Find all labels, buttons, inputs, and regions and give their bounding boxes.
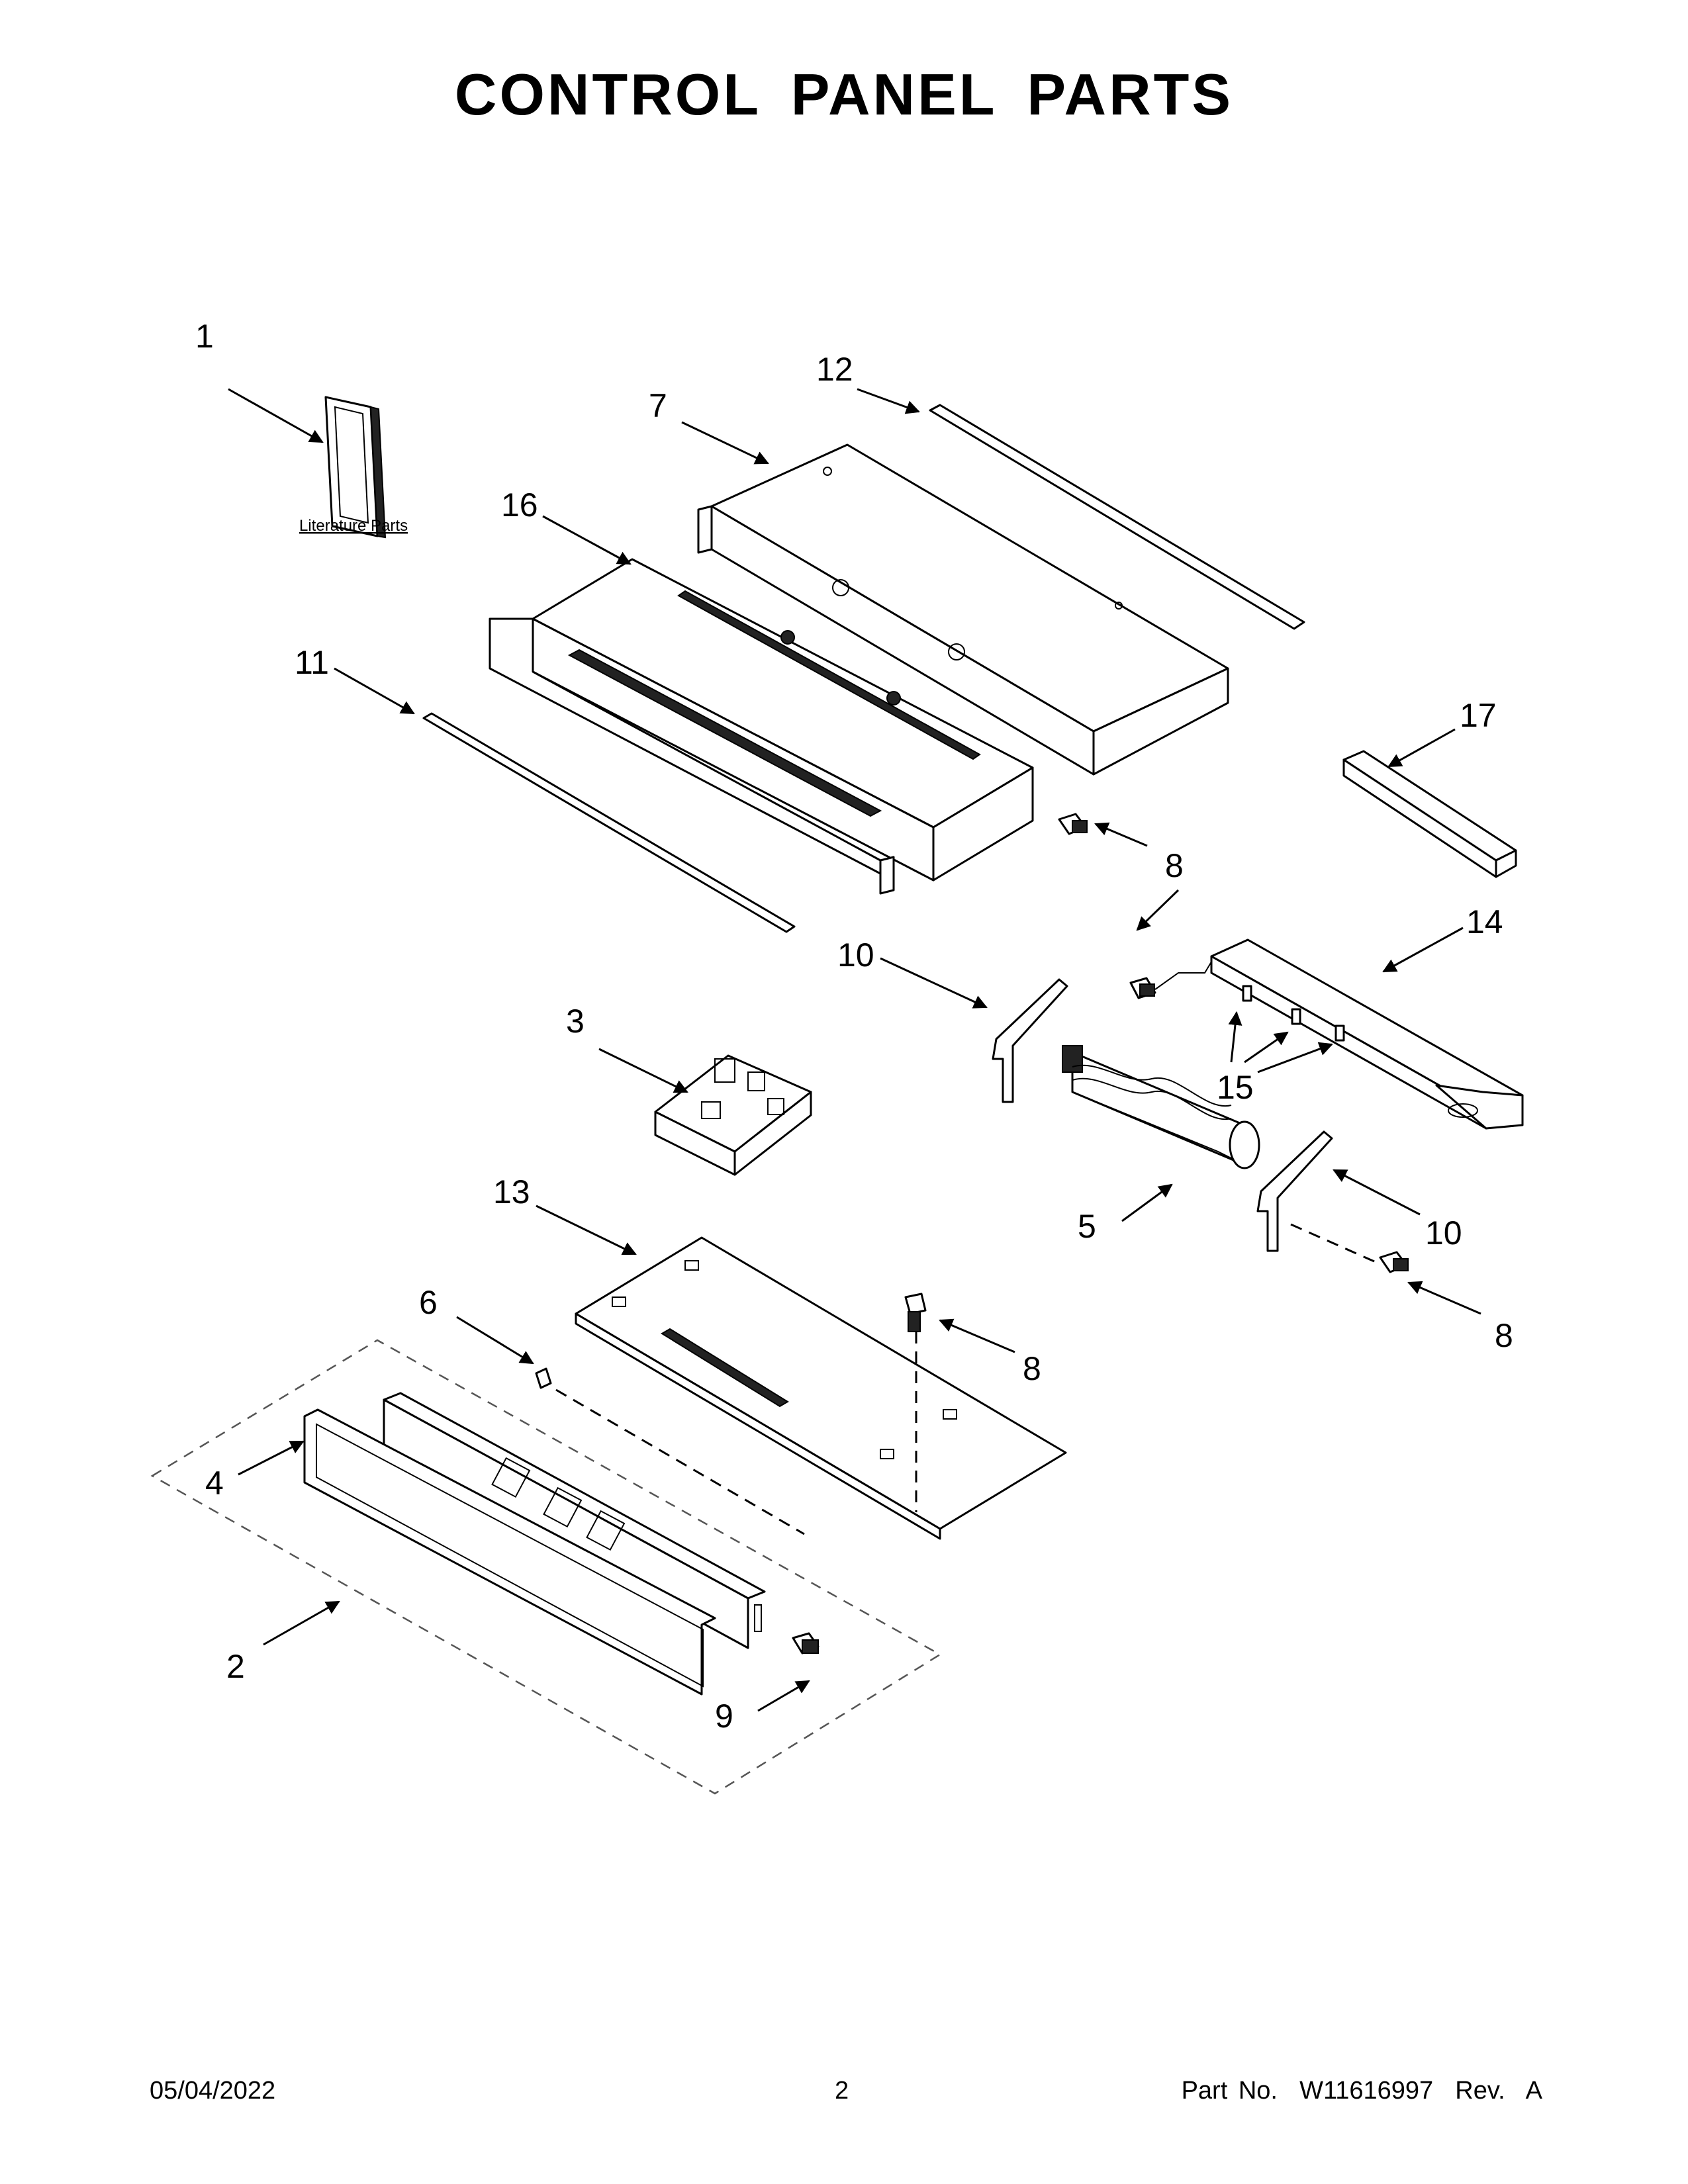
- part-8-screw-c: [904, 1293, 927, 1332]
- callout-10b: 10: [1425, 1214, 1462, 1251]
- part-10-bracket-left: [992, 978, 1068, 1103]
- callout-5: 5: [1078, 1208, 1096, 1245]
- part-8-screw-a: [1058, 813, 1088, 835]
- footer-date: 05/04/2022: [150, 2077, 276, 2105]
- callout-15: 15: [1217, 1069, 1254, 1106]
- callout-8b: 8: [1023, 1350, 1041, 1387]
- part-10-bracket-right: [1256, 1130, 1333, 1252]
- part-13-plate: [575, 1236, 1067, 1540]
- callout-9: 9: [715, 1698, 733, 1735]
- part-9-screw: [792, 1632, 820, 1655]
- part-8-screw-b: [1129, 956, 1215, 999]
- callout-12: 12: [816, 351, 853, 388]
- callout-16: 16: [501, 486, 538, 523]
- callout-3: 3: [566, 1003, 585, 1040]
- part-6-clip: [535, 1367, 552, 1389]
- callout-6: 6: [419, 1284, 438, 1321]
- part-1-literature: [324, 396, 387, 539]
- callout-4: 4: [205, 1465, 224, 1502]
- part-2-control-panel: [383, 1392, 766, 1649]
- part-14-bracket: [1210, 938, 1524, 1130]
- callout-10a: 10: [837, 936, 874, 974]
- part-16-frame: [489, 558, 1034, 895]
- footer-part-number: Part No. W11616997 Rev. A: [1181, 2077, 1542, 2105]
- part-3-control-board: [654, 1054, 812, 1176]
- literature-parts-label: Literature Parts: [299, 517, 408, 535]
- part-5-fan: [1062, 1045, 1260, 1169]
- callout-11: 11: [295, 644, 329, 681]
- part-7-shield: [697, 443, 1229, 776]
- callout-7: 7: [649, 387, 667, 424]
- callout-17: 17: [1460, 697, 1497, 734]
- callout-8a: 8: [1165, 847, 1184, 884]
- page-title: CONTROL PANEL PARTS: [454, 62, 1234, 127]
- part-12-strip: [929, 404, 1305, 630]
- part-15-pins: [1242, 985, 1345, 1042]
- callout-2: 2: [226, 1648, 245, 1685]
- callout-13: 13: [493, 1173, 530, 1210]
- footer-page-number: 2: [835, 2077, 849, 2105]
- part-11-strip: [422, 712, 796, 933]
- callout-14: 14: [1466, 903, 1503, 940]
- part-17-insulation: [1342, 750, 1517, 878]
- part-8-screw-d: [1379, 1251, 1409, 1273]
- callout-8c: 8: [1495, 1317, 1513, 1354]
- part-4-trim: [303, 1408, 762, 1696]
- callout-1: 1: [195, 318, 214, 355]
